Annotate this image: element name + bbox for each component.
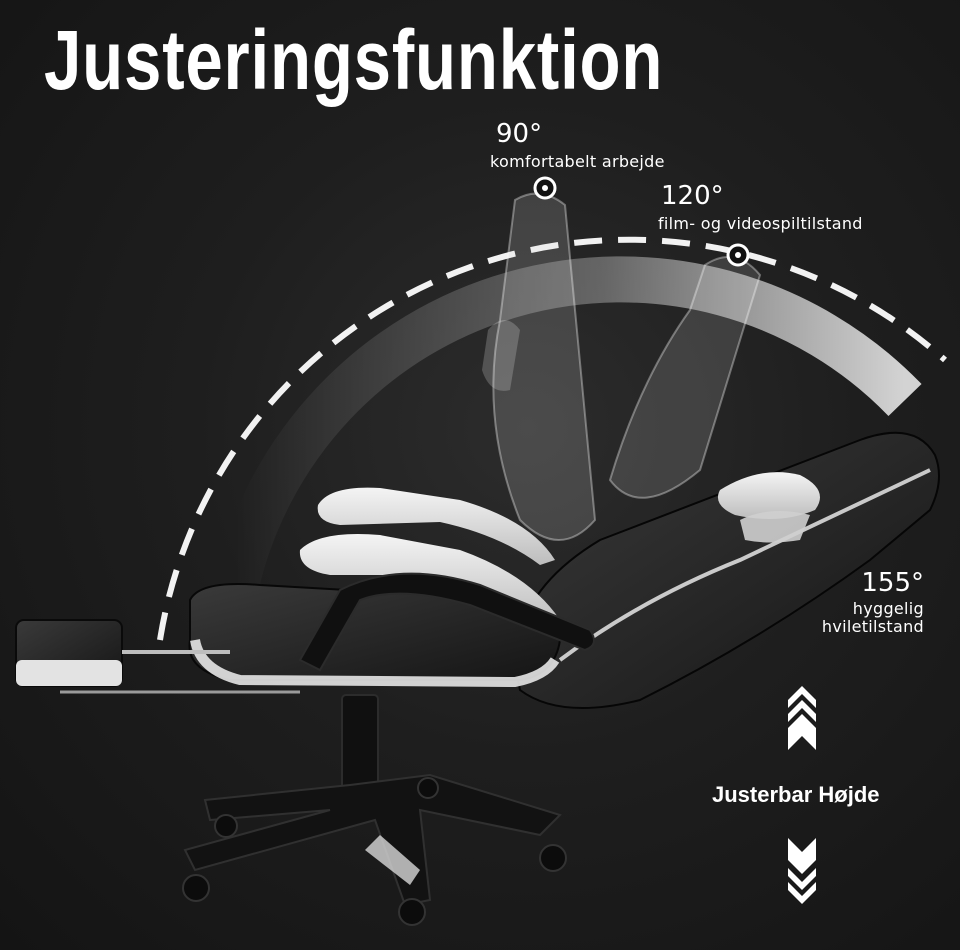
angle-155-value: 155° bbox=[861, 568, 924, 598]
headrest-pillow bbox=[717, 472, 820, 519]
ghost-pillow-90 bbox=[482, 320, 520, 391]
angle-155-callout: 155° hyggelig hviletilstand bbox=[822, 570, 924, 635]
caster bbox=[182, 874, 210, 902]
angle-155-description-line: hviletilstand bbox=[821, 616, 924, 636]
base-white-accent bbox=[365, 835, 420, 885]
caster bbox=[398, 898, 426, 926]
page-title: Justeringsfunktion bbox=[44, 13, 664, 107]
angle-90-value: 90° bbox=[496, 119, 543, 149]
armrest-lower bbox=[299, 534, 560, 625]
star-base bbox=[183, 773, 562, 907]
recline-sweep-band bbox=[212, 256, 922, 595]
backrest-reclined bbox=[515, 431, 940, 709]
angle-155-description: hyggelig hviletilstand bbox=[822, 600, 924, 635]
adjustable-height-label: Justerbar Højde bbox=[712, 782, 880, 807]
angle-marker-icon bbox=[533, 176, 557, 200]
armrest-upper bbox=[317, 487, 555, 565]
angle-120-value: 120° bbox=[661, 181, 724, 211]
armrest-bracket bbox=[298, 572, 595, 672]
angle-marker-icon bbox=[726, 243, 750, 267]
angle-120-description: film- og videospiltilstand bbox=[658, 214, 863, 233]
angle-120-callout: 120° film- og videospiltilstand bbox=[658, 183, 863, 232]
caster bbox=[417, 777, 439, 799]
recline-dashed-arc bbox=[157, 236, 947, 641]
chevrons-up-icon bbox=[788, 686, 816, 750]
lumbar-pillow bbox=[740, 511, 810, 543]
footrest-pad-white bbox=[16, 660, 122, 686]
chevrons-down-icon bbox=[788, 838, 816, 904]
casters bbox=[182, 777, 567, 926]
angle-90-callout: 90° komfortabelt arbejde bbox=[490, 121, 665, 170]
angle-155-description-line: hyggelig bbox=[852, 599, 924, 618]
seat-white-side bbox=[190, 638, 560, 688]
caster bbox=[214, 814, 238, 838]
angle-90-description: komfortabelt arbejde bbox=[490, 152, 665, 171]
caster bbox=[539, 844, 567, 872]
